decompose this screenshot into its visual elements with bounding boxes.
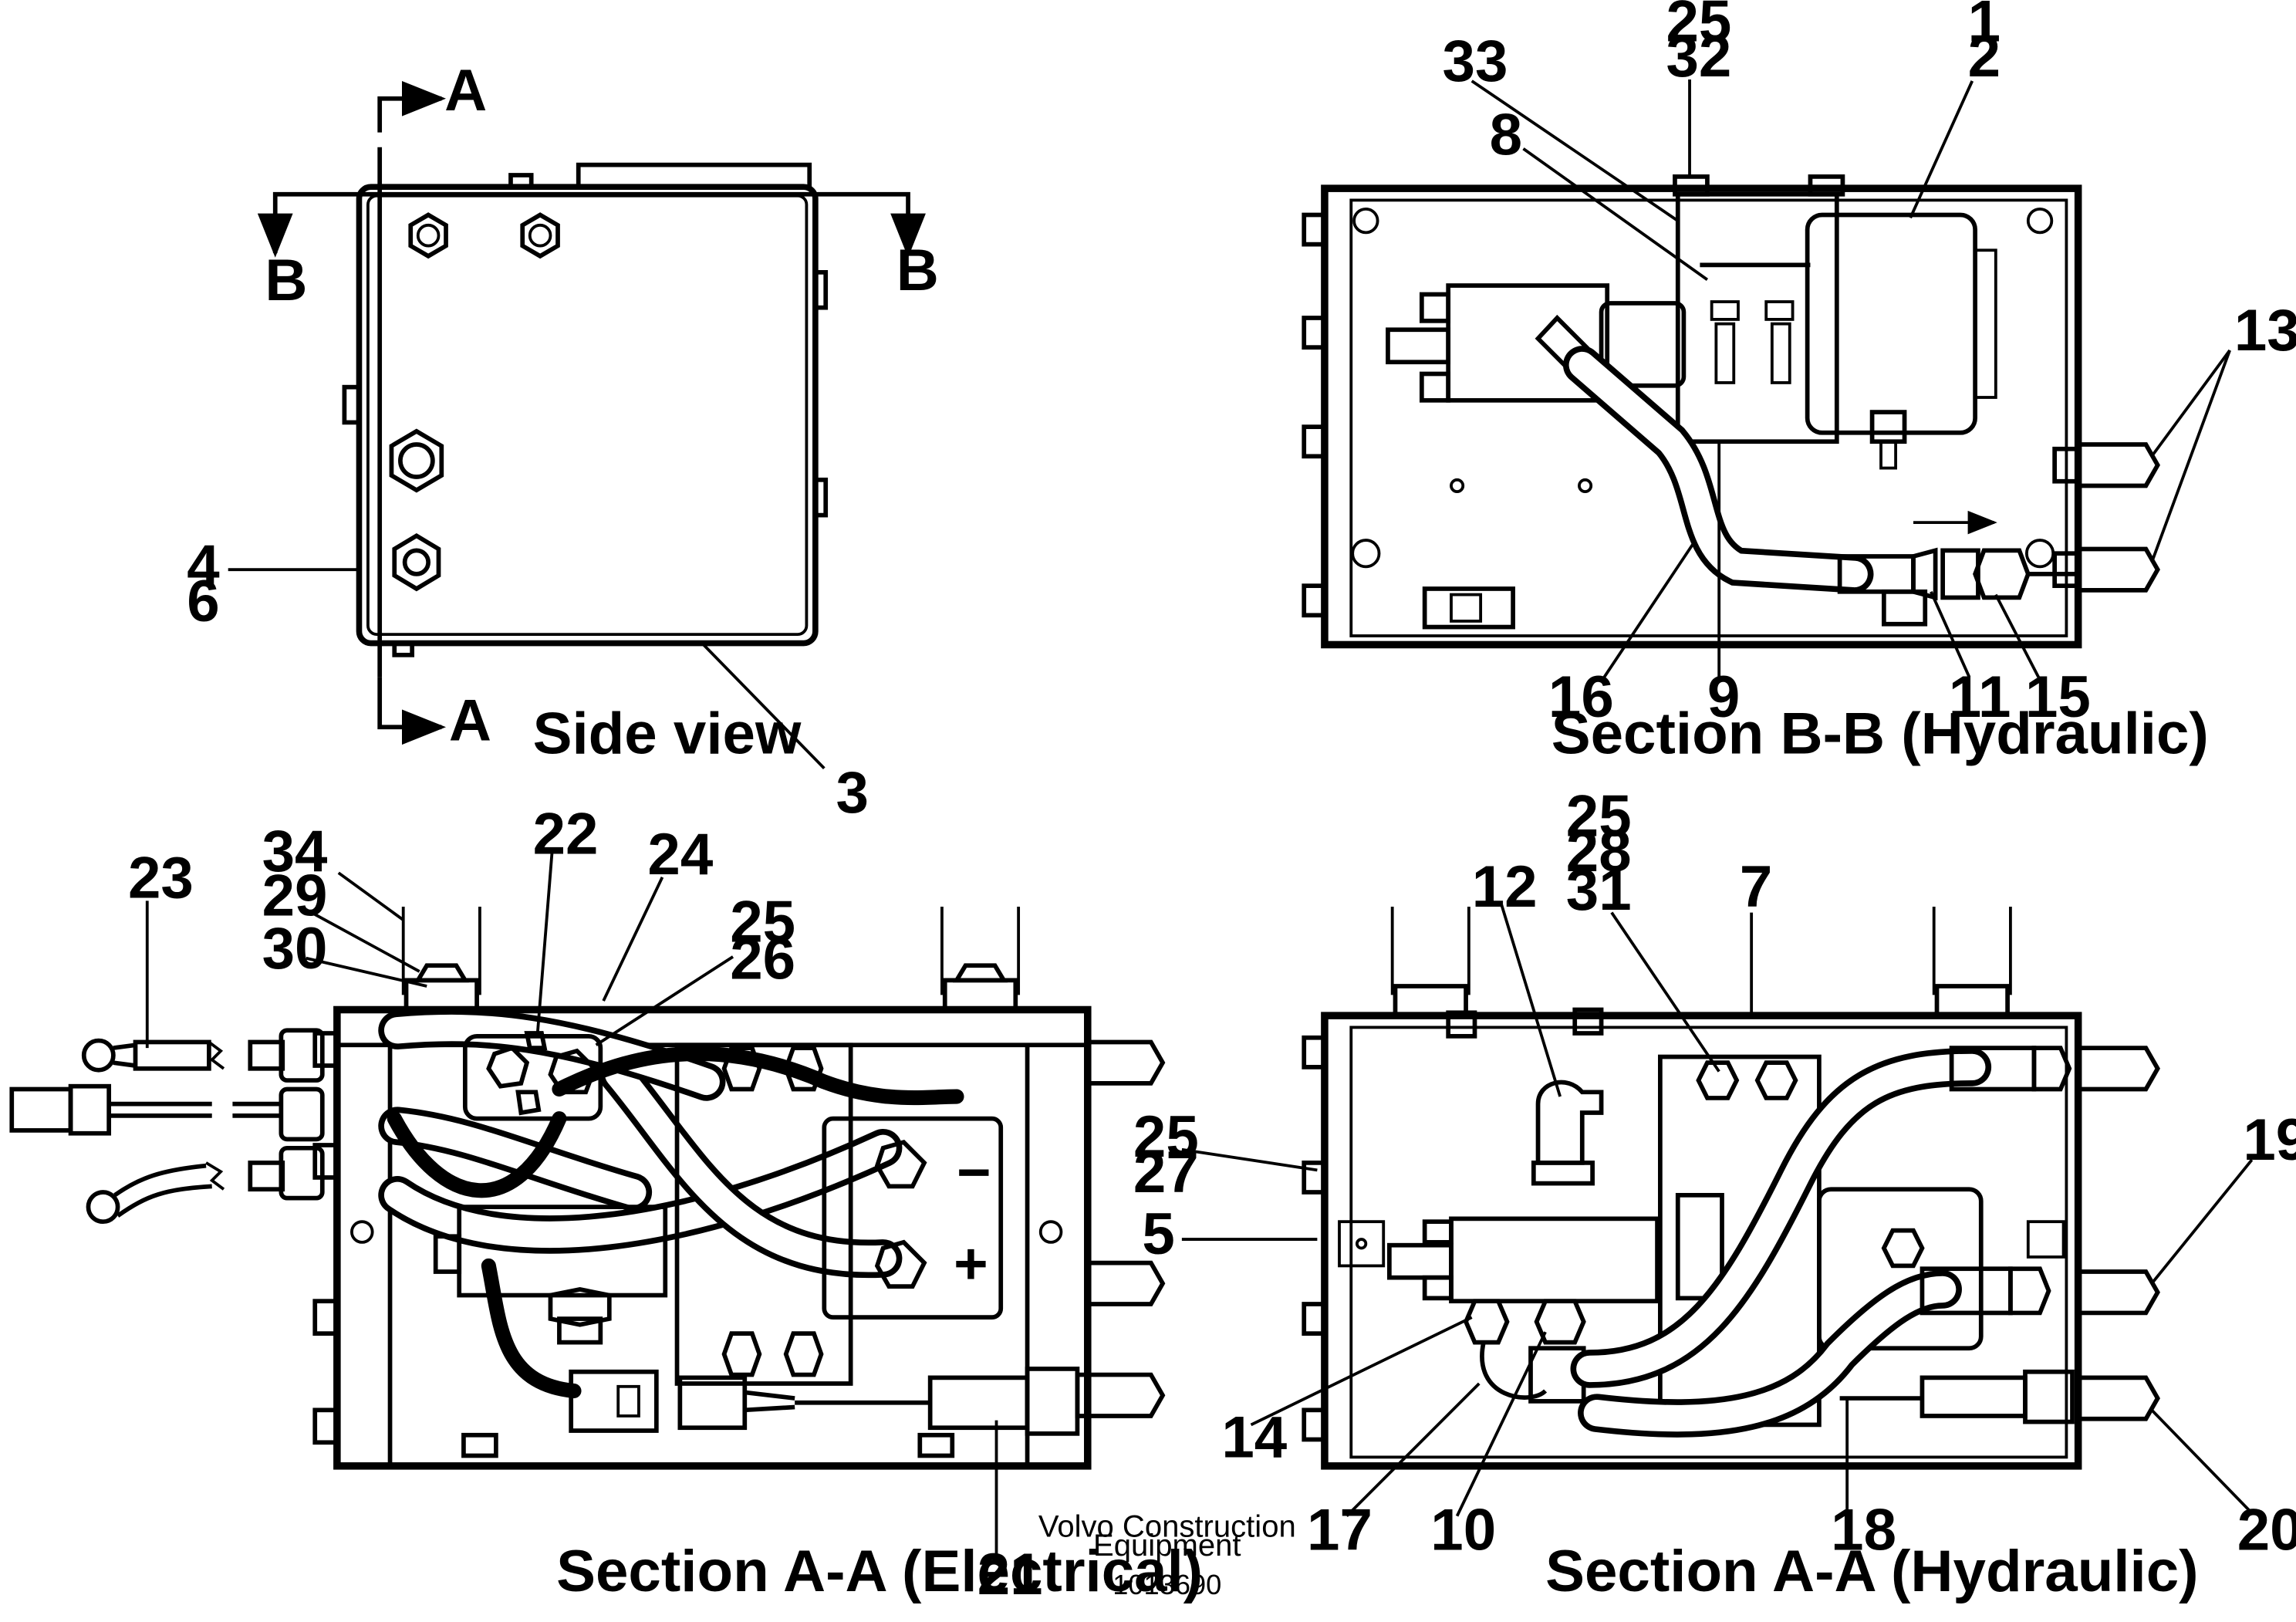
elec-wire	[387, 1111, 567, 1198]
callout-33: 33	[1443, 29, 1508, 94]
callout-3: 3	[836, 760, 869, 826]
hyd-pump	[1449, 1216, 1660, 1304]
grommet	[279, 1086, 325, 1142]
callout-21: 21	[977, 1542, 1043, 1607]
callout-12: 12	[1472, 854, 1538, 920]
section-aa-electrical-view: − + 23 34 29 30 22 24 25 26 21 Section A…	[9, 801, 1203, 1607]
elec-motor	[822, 1116, 1004, 1320]
harness-connector	[569, 1369, 659, 1433]
company-line-2: Equipment	[1093, 1529, 1241, 1563]
callout-10: 10	[1430, 1498, 1496, 1563]
callout-13: 13	[2234, 298, 2296, 363]
side-view-caption: Side view	[533, 701, 802, 767]
callout-22: 22	[533, 801, 599, 867]
section-aa-elec-housing	[333, 1005, 1092, 1470]
polarity-minus: −	[957, 1140, 991, 1205]
callout-6: 6	[187, 569, 219, 634]
section-aa-elec-caption: Section A-A (Electrical)	[556, 1539, 1203, 1604]
callout-17: 17	[1307, 1498, 1373, 1563]
polarity-plus: +	[954, 1231, 988, 1296]
section-bb-motor	[1805, 212, 1977, 435]
callout-26: 26	[730, 926, 795, 992]
section-aa-hyd-housing	[1321, 1012, 2082, 1470]
callout-16: 16	[1548, 664, 1614, 730]
side-view-fitting	[520, 212, 560, 259]
callout-25-hyd-left: 25	[1133, 1104, 1199, 1170]
callout-25-elec: 25	[730, 890, 795, 955]
callout-28: 28	[1566, 819, 1632, 884]
section-bb-bracket	[1675, 191, 1839, 444]
company-line-1: Volvo Construction	[1038, 1509, 1296, 1543]
side-view-fitting	[389, 428, 444, 493]
callout-34: 34	[262, 819, 328, 884]
callout-9: 9	[1707, 664, 1740, 730]
callout-18: 18	[1831, 1498, 1896, 1563]
section-bb-housing	[1321, 184, 2082, 649]
side-view-fitting	[408, 212, 448, 259]
callout-1: 1	[1968, 0, 2001, 54]
callout-15: 15	[2025, 664, 2091, 730]
callout-24: 24	[647, 822, 713, 887]
callout-7: 7	[1740, 854, 1772, 920]
connector-plug	[9, 1086, 73, 1133]
callout-4: 4	[187, 533, 220, 599]
section-mark-a-bottom: A	[449, 688, 491, 753]
callout-25-bb: 25	[1666, 0, 1732, 54]
section-bb-caption: Section B-B (Hydraulic)	[1551, 701, 2209, 767]
elec-wire	[552, 1046, 964, 1106]
elec-mount-plate	[674, 1042, 853, 1386]
side-view: A A B B 4 6 3 Side view	[187, 58, 939, 826]
callout-31: 31	[1566, 857, 1632, 923]
callout-23: 23	[128, 846, 194, 911]
callout-20: 20	[2237, 1498, 2296, 1563]
callout-11: 11	[1949, 664, 2011, 730]
section-mark-b-left: B	[265, 248, 307, 313]
callout-19: 19	[2243, 1107, 2296, 1173]
callout-5: 5	[1142, 1201, 1174, 1267]
section-aa-hyd-caption: Section A-A (Hydraulic)	[1545, 1539, 2198, 1604]
doc-number: 1013690	[1113, 1569, 1221, 1600]
section-aa-hydraulic-view: 25 28 31 12 7 25 27 5 19 14 17 10 18 20 …	[1133, 783, 2296, 1604]
section-bb-view: 25 32 1 2 33 8 13 16 9 11 15 Section B-B…	[1302, 0, 2296, 767]
callout-27: 27	[1133, 1140, 1199, 1205]
callout-25-hyd: 25	[1566, 783, 1632, 849]
section-mark-a-top: A	[444, 58, 487, 123]
callout-30: 30	[262, 916, 328, 982]
callout-29: 29	[262, 863, 328, 928]
doc-footer: Volvo Construction Equipment 1013690	[1038, 1509, 1296, 1600]
side-view-fitting	[392, 532, 441, 592]
relay	[462, 1033, 603, 1121]
callout-14: 14	[1221, 1404, 1287, 1470]
callout-2: 2	[1968, 24, 2001, 90]
section-mark-b-right: B	[896, 238, 939, 303]
callout-8: 8	[1490, 102, 1522, 167]
hyd-bracket	[1658, 1054, 1822, 1428]
callout-32: 32	[1666, 24, 1732, 90]
elec-wire	[481, 1258, 582, 1399]
